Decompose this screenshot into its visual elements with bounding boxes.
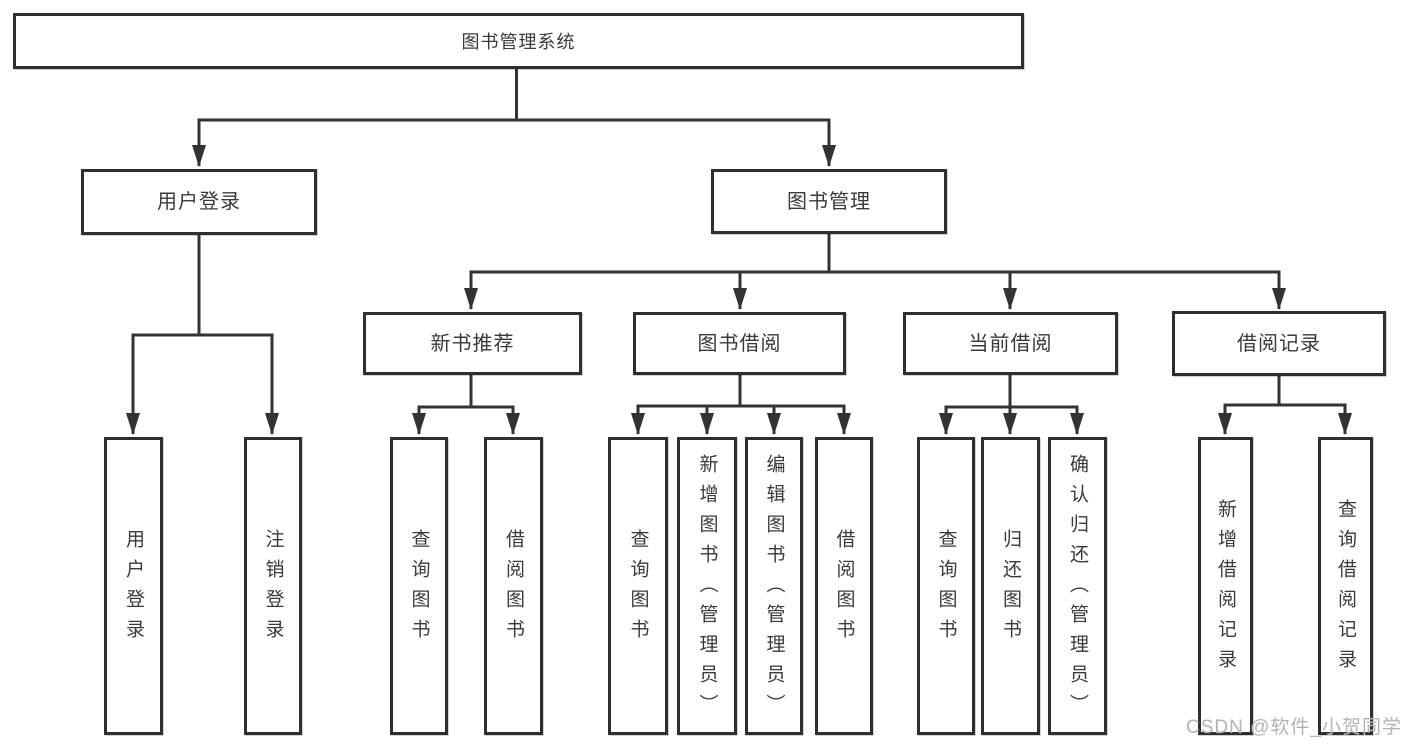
leaf-query-books-borrowing: 查询图书 (608, 437, 668, 735)
node-library-system: 图书管理系统 (13, 13, 1024, 69)
leaf-add-book-admin: 新增图书（管理员） (677, 437, 737, 735)
leaf-query-books-current: 查询图书 (917, 437, 975, 735)
connector-book-borrow-split (631, 375, 851, 435)
connector-book-mgmt-split (464, 233, 1286, 310)
leaf-logout: 注销登录 (244, 437, 302, 735)
leaf-borrow-books-recommend: 借阅图书 (484, 437, 543, 735)
node-book-borrowing: 图书借阅 (633, 312, 846, 375)
node-book-management: 图书管理 (711, 169, 947, 234)
watermark: CSDN @软件_小贺同学 (1186, 717, 1402, 738)
leaf-user-login: 用户登录 (104, 437, 163, 735)
node-new-book-recommendation: 新书推荐 (363, 312, 582, 375)
leaf-query-borrow-record: 查询借阅记录 (1318, 437, 1373, 735)
leaf-return-books: 归还图书 (981, 437, 1040, 735)
leaf-borrow-books-borrowing: 借阅图书 (815, 437, 873, 735)
node-user-login: 用户登录 (81, 169, 317, 235)
connector-root-split (192, 68, 836, 167)
connector-borrow-records-split (1218, 376, 1352, 435)
leaf-query-books-recommend: 查询图书 (390, 437, 448, 735)
connector-user-login-split (126, 234, 279, 435)
leaf-confirm-return-admin: 确认归还（管理员） (1048, 437, 1107, 735)
leaf-edit-book-admin: 编辑图书（管理员） (745, 437, 803, 735)
leaf-add-borrow-record: 新增借阅记录 (1198, 437, 1253, 735)
node-current-borrowing: 当前借阅 (903, 312, 1118, 375)
node-borrowing-records: 借阅记录 (1172, 311, 1386, 376)
connector-new-book-split (412, 375, 520, 435)
connector-current-borrow-split (939, 375, 1084, 435)
